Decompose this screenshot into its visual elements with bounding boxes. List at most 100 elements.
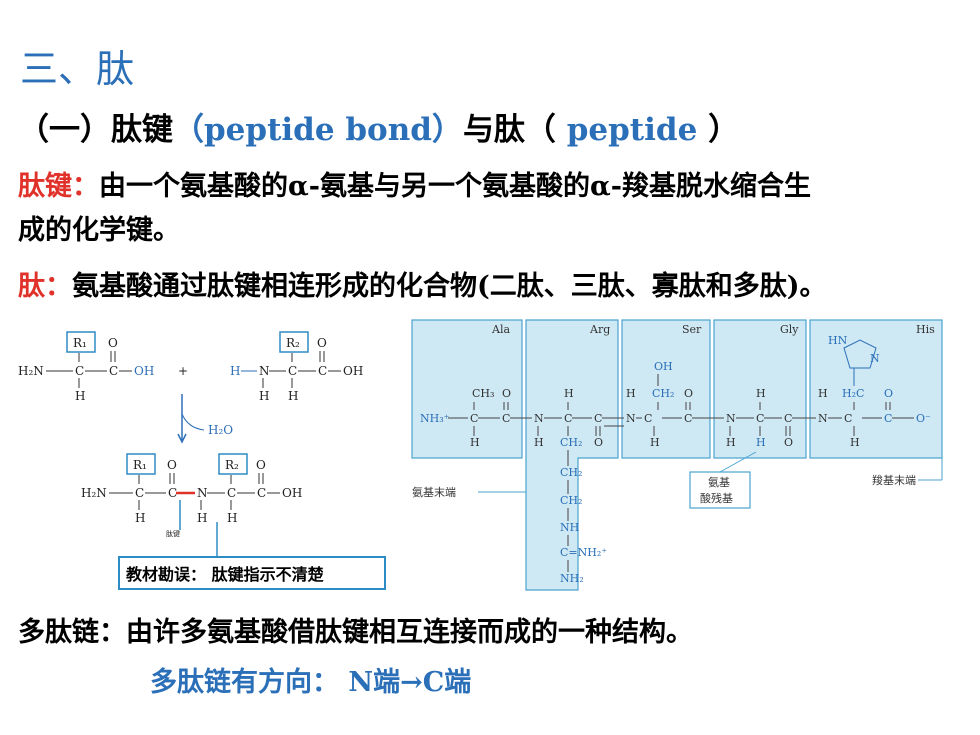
peptide-term: 肽： — [18, 271, 72, 302]
ch3-ala: CH₃ — [472, 387, 494, 400]
residue-ser: Ser — [682, 323, 702, 336]
o-ser: O — [684, 387, 693, 400]
n-ser: N — [626, 412, 636, 425]
c-ala: C — [470, 412, 478, 425]
c-gly: C — [756, 412, 764, 425]
h2n-1: H₂N — [18, 364, 44, 378]
subtitle-bond-en: （peptide bond） — [173, 112, 463, 148]
h-his: H — [850, 436, 860, 449]
c-carboxyl-2: C — [318, 364, 327, 378]
residue-arg: Arg — [589, 323, 610, 336]
carboxyl-terminal-label: 羧基末端 — [872, 473, 916, 487]
residue-panel-his — [809, 319, 943, 459]
h2c-his: H₂C — [842, 387, 864, 400]
c-gly-carbonyl: C — [784, 412, 792, 425]
c-arg: C — [564, 412, 572, 425]
oh-product: OH — [282, 486, 302, 500]
c-arg-carbonyl: C — [594, 412, 602, 425]
bond-tag: 肽键 — [166, 529, 180, 538]
ch2-arg-1: CH₂ — [560, 436, 582, 449]
r1-label-product: R₁ — [133, 458, 147, 472]
n-2: N — [259, 364, 270, 378]
bond-definition-line1: 肽键：由一个氨基酸的α-氨基与另一个氨基酸的α-羧基脱水缩合生 — [18, 168, 811, 206]
ch-his: C — [844, 412, 852, 425]
o-p1: O — [167, 458, 177, 472]
bond-term: 肽键： — [18, 171, 99, 202]
c-ser-carbonyl: C — [684, 412, 692, 425]
c-his-carbonyl: C — [884, 412, 892, 425]
h-p1: H — [135, 511, 145, 525]
o-2: O — [317, 336, 327, 350]
c-alpha-1: C — [75, 364, 84, 378]
peptide-text: 氨基酸通过肽键相连形成的化合物(二肽、三肽、寡肽和多肽)。 — [72, 271, 827, 302]
o-gly: O — [784, 436, 793, 449]
ch2-ser: CH₂ — [652, 387, 674, 400]
ch-ser: C — [644, 412, 652, 425]
r2-label: R₂ — [286, 336, 300, 350]
h-gly-side: H — [756, 436, 766, 449]
r1-label: R₁ — [73, 336, 87, 350]
c-alpha-2: C — [288, 364, 297, 378]
h-ala: H — [470, 436, 480, 449]
h-arg-alpha: H — [564, 387, 574, 400]
h2n-product: H₂N — [81, 486, 107, 500]
pentapeptide-diagram: Ala Arg Ser Gly His NH₃⁺ C C CH₃ O H N C… — [411, 319, 943, 591]
h-np2: H — [197, 511, 207, 525]
h-gly-n: H — [726, 436, 736, 449]
oh-2: OH — [343, 364, 363, 378]
residue-ala: Ala — [491, 323, 510, 336]
h-his-n: H — [818, 387, 828, 400]
r1-box-product — [126, 453, 156, 475]
n-arg: N — [534, 412, 544, 425]
residue-panel-ala — [411, 319, 523, 459]
residue-panel-ser — [621, 319, 711, 459]
subtitle-prefix: （一）肽键 — [18, 112, 173, 148]
c-carbonyl-p1: C — [168, 486, 177, 500]
c-alpha-p2: C — [227, 486, 236, 500]
c-carboxyl-1: C — [109, 364, 118, 378]
o-ala: O — [502, 387, 511, 400]
n-imidazole: N — [870, 352, 880, 365]
n-his: N — [818, 412, 828, 425]
subtitle-peptide-en: peptide — [555, 112, 709, 148]
page-title: 三、肽 — [20, 47, 135, 91]
nh3-terminal: NH₃⁺ — [420, 412, 450, 425]
o-arg: O — [594, 436, 603, 449]
section-subtitle: （一）肽键（peptide bond）与肽（ peptide ） — [18, 104, 739, 149]
polypeptide-definition: 多肽链：由许多氨基酸借肽键相互连接而成的一种结构。 — [18, 614, 693, 652]
direction-value: N端→C端 — [348, 667, 472, 698]
subtitle-suffix: ） — [708, 112, 740, 148]
residue-label-line2: 酸残基 — [700, 491, 733, 505]
residue-label-line1: 氨基 — [708, 476, 730, 489]
cnh2-arg: C=NH₂⁺ — [560, 546, 607, 559]
c-ala-carbonyl: C — [502, 412, 510, 425]
oh-1: OH — [134, 364, 154, 378]
r2-label-product: R₂ — [225, 458, 239, 472]
h-n-2: H — [230, 364, 240, 378]
water-label: H₂O — [208, 423, 233, 437]
n-gly: N — [726, 412, 736, 425]
residue-gly: Gly — [780, 323, 799, 336]
chain-direction: 多肽链有方向： N端→C端 — [150, 664, 471, 702]
h-p2: H — [227, 511, 237, 525]
oh-ser: OH — [654, 360, 673, 373]
o-1: O — [108, 336, 118, 350]
peptide-definition: 肽：氨基酸通过肽键相连形成的化合物(二肽、三肽、寡肽和多肽)。 — [18, 268, 827, 306]
subtitle-mid: 与肽（ — [462, 112, 556, 148]
h-ser-n: H — [626, 387, 636, 400]
direction-text: 多肽链有方向： — [150, 667, 339, 698]
hn-imidazole: HN — [828, 334, 848, 347]
ch2-arg-2: CH₂ — [560, 466, 582, 479]
o-his: O — [884, 387, 893, 400]
h-gly-top: H — [756, 387, 766, 400]
h-arg-n: H — [534, 436, 544, 449]
c-alpha-p1: C — [135, 486, 144, 500]
r2-box — [279, 331, 309, 353]
o-p2: O — [256, 458, 266, 472]
amino-terminal-label: 氨基末端 — [412, 485, 456, 499]
nh-arg: NH — [560, 521, 579, 534]
r1-box — [66, 331, 96, 353]
h-n2: H — [259, 389, 269, 403]
bond-definition-line2: 成的化学键。 — [18, 215, 180, 246]
residue-his: His — [916, 323, 935, 336]
